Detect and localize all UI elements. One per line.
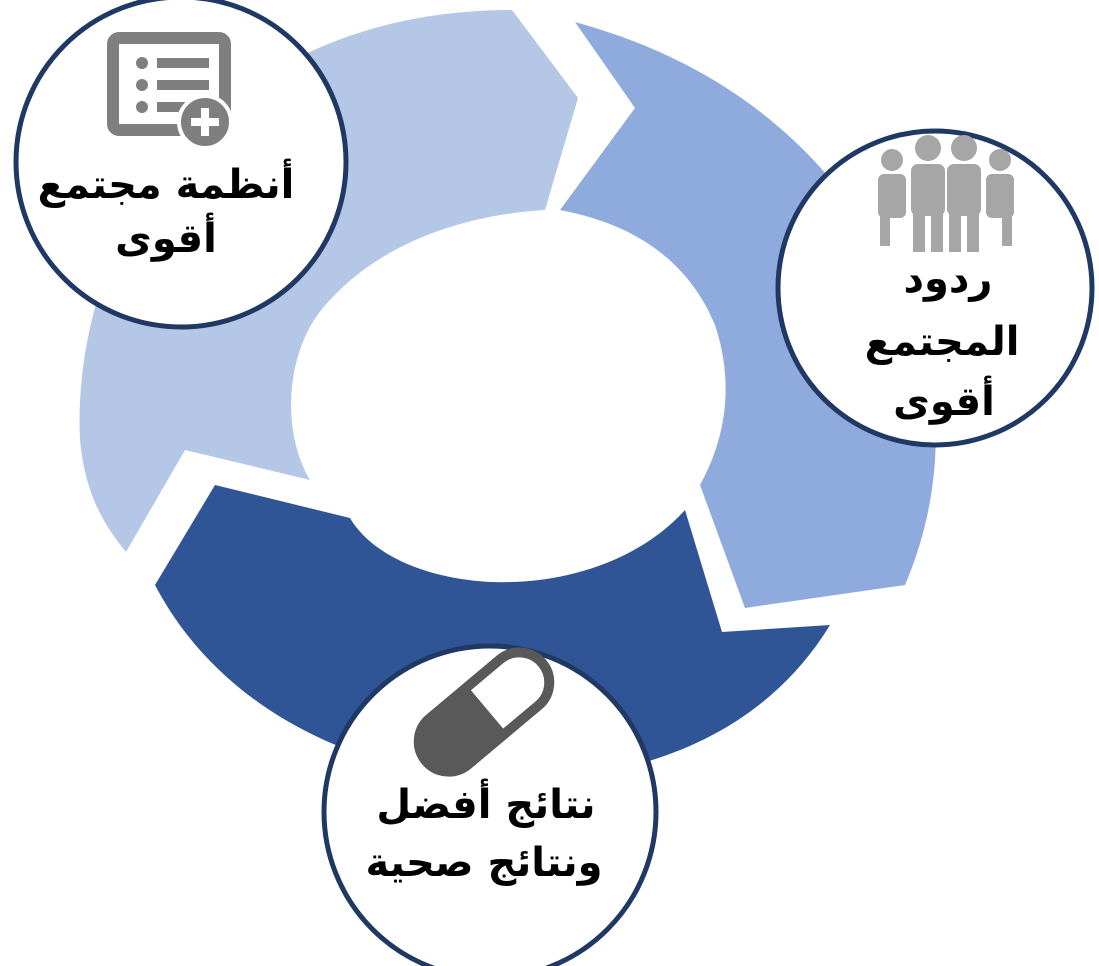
node-label-line: أقوى: [115, 212, 217, 262]
cycle-segment-dark: [155, 485, 830, 781]
pill-capsule-icon: [413, 647, 555, 777]
node-circle: [13, 0, 349, 330]
node-label-line: ردود: [904, 256, 993, 302]
list-add-icon: [107, 32, 233, 150]
node-label-line: ونتائج صحية: [365, 840, 602, 886]
node-circle: [321, 643, 659, 966]
node-health-outcomes: نتائج أفضل ونتائج صحية: [321, 643, 659, 966]
node-label-line: أنظمة مجتمع: [38, 158, 295, 208]
people-group-icon: [878, 135, 1014, 252]
node-label-line: أقوى: [893, 375, 995, 425]
node-systems: أنظمة مجتمع أقوى: [13, 0, 349, 330]
node-label-line: نتائج أفضل: [376, 778, 595, 828]
node-community-responses: ردود المجتمع أقوى: [775, 128, 1095, 448]
node-label-line: المجتمع: [865, 319, 1020, 365]
cycle-segment-mid: [560, 22, 936, 608]
